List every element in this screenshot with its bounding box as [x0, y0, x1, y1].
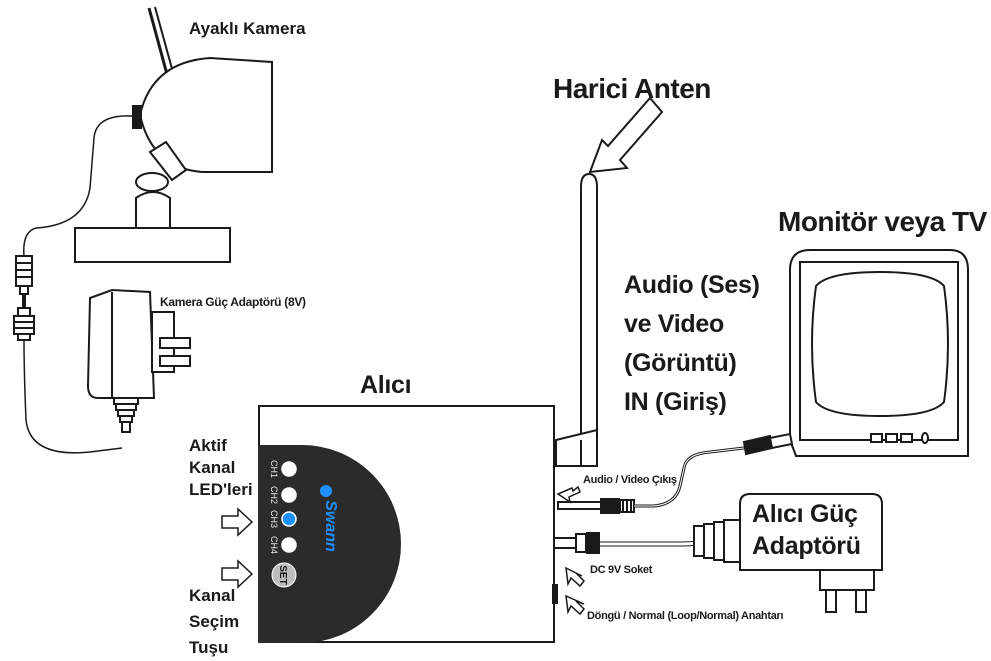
active-leds-line-3: LED'leri — [189, 480, 253, 499]
external-antenna-label: Harici Anten — [553, 73, 711, 104]
pointer-arrows — [221, 485, 586, 616]
channel-button-line-3: Tuşu — [189, 638, 229, 657]
led-ch4 — [281, 537, 297, 553]
active-leds-line-1: Aktif — [189, 436, 227, 455]
dc-socket-label: DC 9V Soket — [590, 564, 653, 576]
channel-button-line-1: Kanal — [189, 586, 236, 605]
ch1-label: CH1 — [269, 460, 279, 478]
av-in-line-3: (Görüntü) — [624, 349, 737, 377]
external-antenna-illustration — [555, 172, 598, 467]
set-button-label: SET — [277, 565, 288, 584]
ch3-label: CH3 — [269, 510, 279, 528]
camera-adapter-label: Kamera Güç Adaptörü (8V) — [160, 295, 306, 309]
receiver-adapter-label: Alıcı Güç Adaptörü — [752, 498, 861, 562]
av-in-line-1: Audio (Ses) — [624, 271, 760, 299]
dc-power-cable — [553, 519, 741, 563]
led-ch2 — [281, 487, 297, 503]
av-in-label: Audio (Ses) ve Video (Görüntü) IN (Giriş… — [624, 266, 760, 422]
loop-pointer-arrow — [565, 594, 586, 616]
channel-button-label: Kanal Seçim Tuşu — [189, 583, 239, 661]
monitor-label: Monitör veya TV — [778, 206, 987, 237]
antenna-pointer-arrow — [588, 96, 664, 174]
receiver-adapter-line-2: Adaptörü — [752, 532, 861, 560]
camera-illustration — [13, 6, 273, 454]
av-in-line-2: ve Video — [624, 310, 724, 338]
swann-logo-icon — [320, 485, 332, 497]
channel-button-line-2: Seçim — [189, 612, 240, 631]
receiver-adapter-line-1: Alıcı Güç — [752, 500, 858, 528]
set-button[interactable] — [271, 562, 297, 588]
dc-pointer-arrow — [565, 566, 586, 588]
led-pointer-arrow — [221, 507, 254, 537]
av-in-line-4: IN (Giriş) — [624, 388, 727, 416]
av-out-cable — [557, 432, 794, 514]
ch4-label: CH4 — [269, 536, 279, 554]
av-out-pointer-arrow — [556, 485, 581, 504]
ch2-label: CH2 — [269, 486, 279, 504]
active-leds-label: Aktif Kanal LED'leri — [189, 435, 253, 501]
camera-label: Ayaklı Kamera — [189, 19, 306, 38]
led-ch3 — [281, 511, 297, 527]
set-pointer-arrow — [221, 559, 254, 589]
receiver-power-adapter-illustration — [739, 493, 883, 613]
active-leds-line-2: Kanal — [189, 458, 236, 477]
monitor-illustration — [789, 249, 969, 457]
brand-logo: Swann — [322, 500, 339, 552]
loop-switch-label: Döngü / Normal (Loop/Normal) Anahtarı — [587, 610, 784, 622]
receiver-box — [258, 405, 558, 643]
led-ch1 — [281, 461, 297, 477]
receiver-label: Alıcı — [360, 371, 412, 399]
front-panel-controls: CH1 CH2 CH3 CH4 SET Swann — [269, 460, 339, 588]
av-out-label: Audio / Video Çıkış — [583, 474, 677, 486]
loop-normal-switch — [552, 584, 558, 604]
camera-power-adapter-illustration — [86, 288, 191, 433]
